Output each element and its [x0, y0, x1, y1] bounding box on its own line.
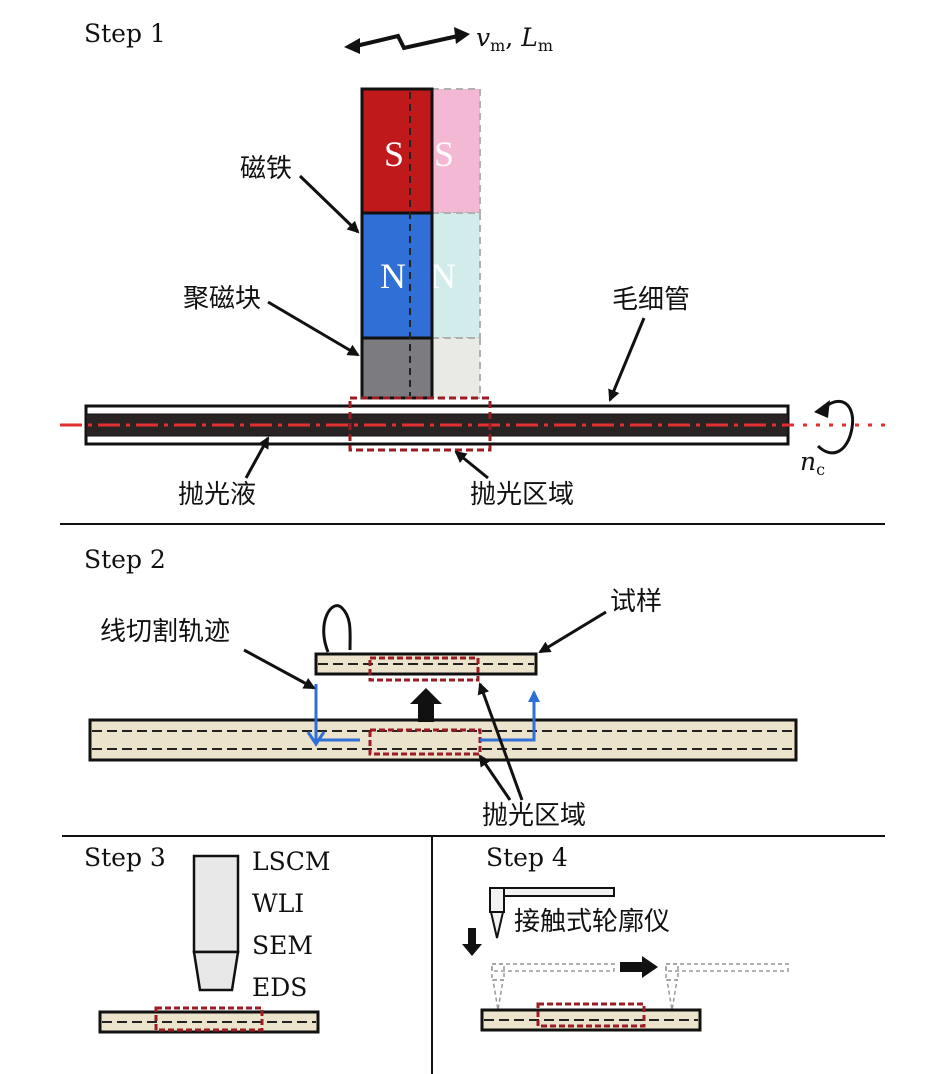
profiler-ghost-right — [665, 963, 789, 1011]
rotation-label: nc — [800, 447, 825, 479]
cut-path-right — [480, 690, 540, 742]
method-wli: WLI — [252, 889, 304, 918]
step3-panel: Step 3 LSCM WLI SEM EDS — [84, 843, 330, 1034]
polishing-region-box — [348, 396, 492, 452]
region-pointer-2b — [478, 754, 512, 801]
sample-pointer — [538, 610, 607, 654]
capillary-pointer — [608, 317, 646, 402]
scan-arrow-icon — [620, 956, 658, 978]
magnet-label: 磁铁 — [240, 154, 292, 184]
method-lscm: LSCM — [252, 847, 330, 876]
velocity-label: vm, Lm — [476, 23, 553, 55]
step4-panel: Step 4 接触式轮廓仪 — [462, 843, 789, 1032]
objective-lens-icon — [192, 854, 240, 992]
region-pointer-1 — [454, 450, 489, 480]
ghost-pole-s: S — [434, 134, 454, 174]
cut-path-pointer — [243, 648, 316, 690]
ghost-pole-n: N — [430, 256, 456, 296]
fluid-pointer — [244, 436, 270, 479]
step4-title: Step 4 — [486, 843, 568, 872]
region-pointer-2a — [477, 682, 524, 801]
region-label-2: 抛光区域 — [482, 801, 586, 831]
concentrator-block — [360, 336, 434, 400]
region-label-1: 抛光区域 — [470, 480, 574, 510]
pole-n: N — [380, 256, 406, 296]
velocity-arrow-icon — [344, 27, 470, 54]
magnet: S N — [360, 87, 434, 400]
step1-title: Step 1 — [84, 19, 166, 48]
cut-path-arrowhead — [306, 731, 326, 747]
step3-title: Step 3 — [84, 843, 166, 872]
rotation-arrow-icon — [814, 399, 855, 455]
concentrator-pointer — [267, 300, 360, 357]
method-sem: SEM — [252, 931, 313, 960]
region-box-upper — [368, 656, 480, 682]
cut-path-label: 线切割轨迹 — [100, 617, 230, 647]
lift-arrow-icon — [410, 688, 442, 722]
region-box-lower — [368, 728, 482, 756]
profiler-probe-icon — [489, 887, 615, 939]
capillary-label: 毛细管 — [612, 285, 690, 315]
cut-path-left — [314, 684, 360, 742]
step1-panel: Step 1 vm, Lm S N S N 磁铁 — [60, 19, 890, 510]
magnet-ghost: S N — [430, 88, 481, 399]
concentrator-label: 聚磁块 — [183, 284, 261, 314]
magnet-pointer — [298, 174, 360, 234]
region-box-step4 — [536, 1002, 646, 1028]
profiler-label: 接触式轮廓仪 — [514, 907, 670, 937]
step2-title: Step 2 — [84, 545, 166, 574]
sample-label: 试样 — [610, 587, 662, 617]
step2-panel: Step 2 线切割轨迹 试样 抛光区域 — [84, 545, 798, 831]
pole-s: S — [384, 134, 404, 174]
method-eds: EDS — [252, 973, 307, 1002]
region-box-step3 — [154, 1006, 264, 1032]
fluid-label: 抛光液 — [178, 480, 256, 510]
profiler-ghost-left — [491, 963, 615, 1011]
down-arrow-icon — [462, 928, 482, 956]
flip-arrow-icon — [322, 604, 352, 653]
